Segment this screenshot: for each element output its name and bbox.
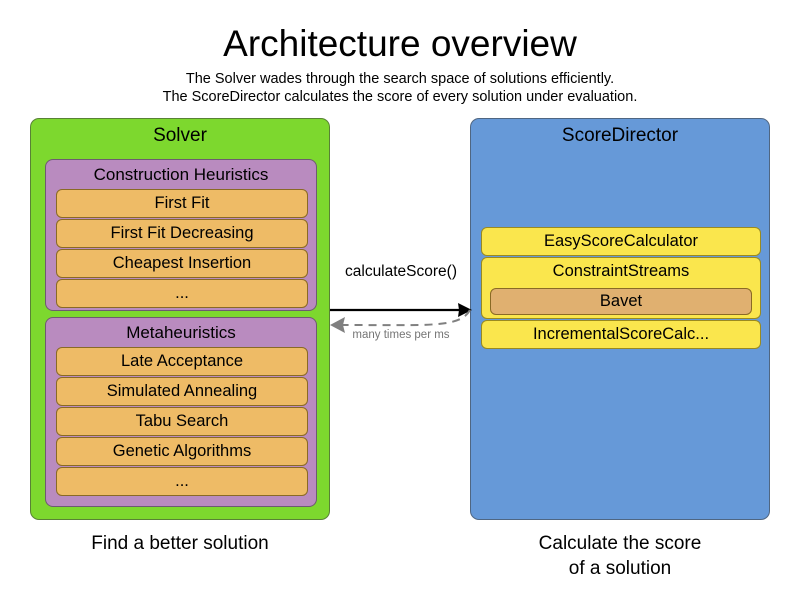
list-item[interactable]: ... [56, 279, 308, 308]
subtitle-line-1: The Solver wades through the search spac… [185, 71, 615, 87]
group-title: Construction Heuristics [93, 165, 269, 184]
list-item[interactable]: Late Acceptance [56, 347, 308, 376]
page-title: Architecture overview [223, 23, 577, 64]
solver-panel: Solver Construction Heuristics First Fit… [30, 118, 330, 520]
group-items: First Fit First Fit Decreasing Cheapest … [56, 189, 308, 309]
nested-list-item[interactable]: Bavet [490, 288, 752, 315]
list-item[interactable]: First Fit [56, 189, 308, 218]
request-arrow-icon [330, 303, 472, 317]
arrow-label-calculate-score: calculateScore() [345, 263, 457, 280]
group-construction-heuristics: Construction Heuristics First Fit First … [45, 159, 317, 311]
caption-solver: Find a better solution [91, 533, 269, 554]
list-item[interactable]: Simulated Annealing [56, 377, 308, 406]
caption-line-1: Calculate the score [538, 533, 702, 554]
list-item-label: ConstraintStreams [552, 262, 690, 280]
group-metaheuristics: Metaheuristics Late Acceptance Simulated… [45, 317, 317, 507]
list-item[interactable]: EasyScoreCalculator [481, 227, 761, 256]
group-title: Metaheuristics [126, 323, 236, 342]
list-item[interactable]: Genetic Algorithms [56, 437, 308, 466]
arrow-group: calculateScore() many times per ms [330, 262, 472, 354]
list-item[interactable]: First Fit Decreasing [56, 219, 308, 248]
solver-panel-title: Solver [153, 125, 207, 146]
diagram-header: Architecture overview The Solver wades t… [0, 22, 800, 106]
response-arrow-icon [330, 309, 471, 333]
list-item[interactable]: IncrementalScoreCalc... [481, 320, 761, 349]
caption-scoredirector: Calculate the score of a solution [470, 531, 770, 581]
list-item[interactable]: Tabu Search [56, 407, 308, 436]
scoredirector-panel-title: ScoreDirector [561, 125, 679, 146]
scoredirector-items: EasyScoreCalculator ConstraintStreams Ba… [481, 227, 761, 350]
list-item[interactable]: ConstraintStreams Bavet [481, 257, 761, 319]
arrow-label-many-times: many times per ms [352, 329, 450, 341]
subtitle-line-2: The ScoreDirector calculates the score o… [162, 89, 638, 105]
arrow-lines [330, 303, 472, 333]
scoredirector-panel: ScoreDirector EasyScoreCalculator Constr… [470, 118, 770, 520]
list-item[interactable]: ... [56, 467, 308, 496]
caption-line-2: of a solution [568, 558, 672, 579]
list-item[interactable]: Cheapest Insertion [56, 249, 308, 278]
group-items: Late Acceptance Simulated Annealing Tabu… [56, 347, 308, 497]
